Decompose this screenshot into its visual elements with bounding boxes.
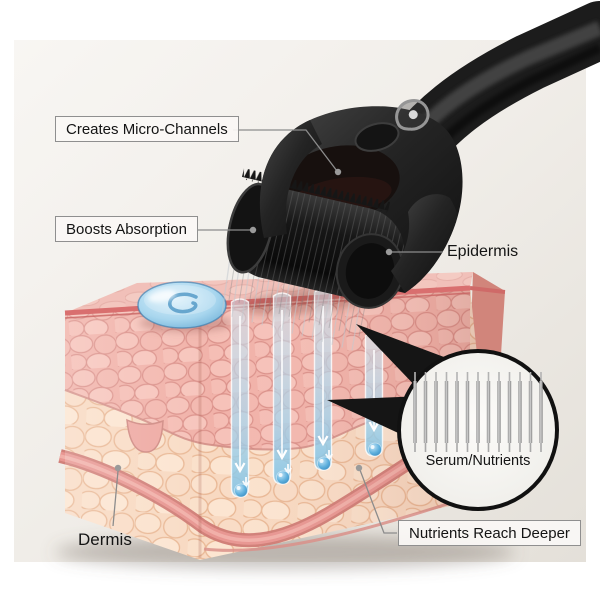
micro-channels (230, 288, 384, 498)
label-dermis: Dermis (78, 530, 132, 549)
serum-droplet (137, 281, 233, 332)
fork-right-arm (391, 194, 457, 293)
micro-channel (272, 292, 292, 485)
micro-channel (230, 298, 250, 498)
leader-dots (114, 168, 393, 472)
derma-roller (218, 1, 600, 309)
leader-lines (112, 129, 443, 534)
leader-nutrients (359, 469, 397, 534)
label-boosts-absorption: Boosts Absorption (55, 216, 198, 242)
label-creates-micro-channels: Creates Micro-Channels (55, 116, 239, 142)
brand-badge-icon (395, 99, 430, 131)
label-epidermis: Epidermis (447, 243, 519, 260)
leader-creates (233, 129, 338, 172)
drum-right-cap-inner (345, 243, 395, 299)
fork-left-arm (259, 120, 322, 238)
label-nutrients-reach-deeper: Nutrients Reach Deeper (398, 520, 581, 546)
inset-needles (413, 372, 543, 452)
magnifier-inset (397, 349, 559, 511)
roller-button (354, 122, 400, 152)
droplet-swirl (168, 292, 198, 314)
micro-channel (364, 332, 384, 457)
leader-dermis (112, 470, 119, 527)
label-serum-nutrients: Serum/Nutrients (425, 453, 531, 469)
micro-channel (313, 288, 333, 471)
